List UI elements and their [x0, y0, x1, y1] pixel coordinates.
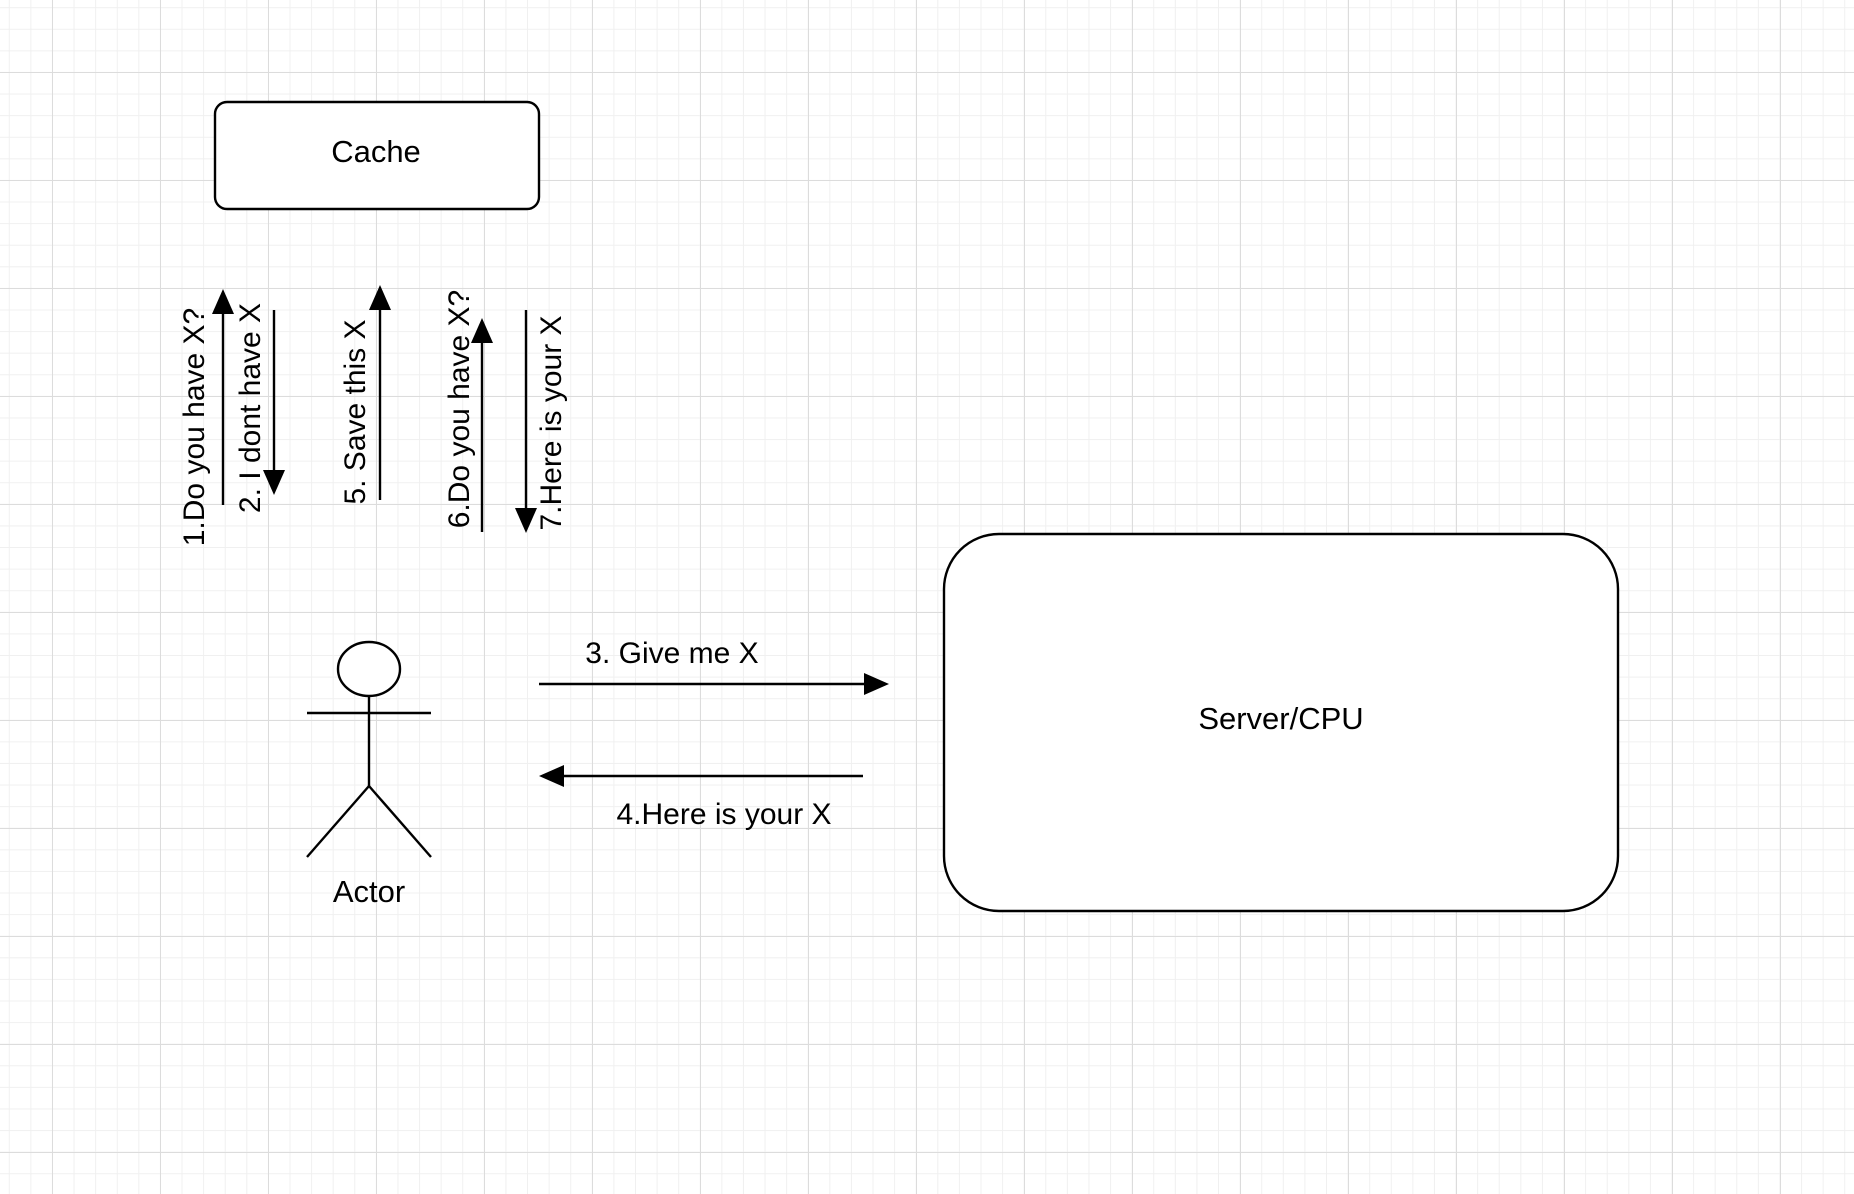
edge-6-label: 6.Do you have X?: [443, 290, 476, 529]
server-cpu-node[interactable]: Server/CPU: [942, 532, 1620, 913]
edge-4-label: 4.Here is your X: [616, 798, 831, 831]
edge-5-arrowhead: [369, 285, 391, 310]
edge-2[interactable]: 2. I dont have X: [234, 303, 285, 513]
edge-3[interactable]: 3. Give me X: [539, 637, 889, 695]
edge-4-arrowhead: [539, 765, 564, 787]
edge-1-arrowhead: [212, 289, 234, 314]
edge-2-label: 2. I dont have X: [234, 303, 267, 513]
edge-6[interactable]: 6.Do you have X?: [443, 290, 493, 532]
edge-1-label: 1.Do you have X?: [178, 308, 211, 547]
edge-3-label: 3. Give me X: [585, 637, 758, 670]
edge-2-arrowhead: [263, 470, 285, 495]
actor-label: Actor: [333, 874, 405, 909]
edge-5[interactable]: 5. Save this X: [339, 285, 391, 505]
edge-3-arrowhead: [864, 673, 889, 695]
edge-7[interactable]: 7.Here is your X: [515, 310, 568, 533]
cache-label: Cache: [331, 134, 421, 169]
cache-box[interactable]: [213, 100, 541, 211]
edge-7-label: 7.Here is your X: [535, 315, 568, 530]
edge-1[interactable]: 1.Do you have X?: [178, 289, 234, 546]
actor-head: [336, 640, 402, 698]
server-cpu-label: Server/CPU: [1198, 701, 1363, 736]
server-cpu-box[interactable]: [942, 532, 1620, 913]
cache-node[interactable]: Cache: [213, 100, 541, 211]
edge-5-label: 5. Save this X: [339, 319, 372, 504]
actor-left-leg: [306, 785, 370, 858]
actor-right-leg: [368, 785, 432, 858]
actor-node[interactable]: Actor: [306, 640, 432, 909]
edge-4[interactable]: 4.Here is your X: [539, 765, 863, 831]
edge-7-arrowhead: [515, 508, 537, 533]
edge-6-arrowhead: [471, 318, 493, 343]
